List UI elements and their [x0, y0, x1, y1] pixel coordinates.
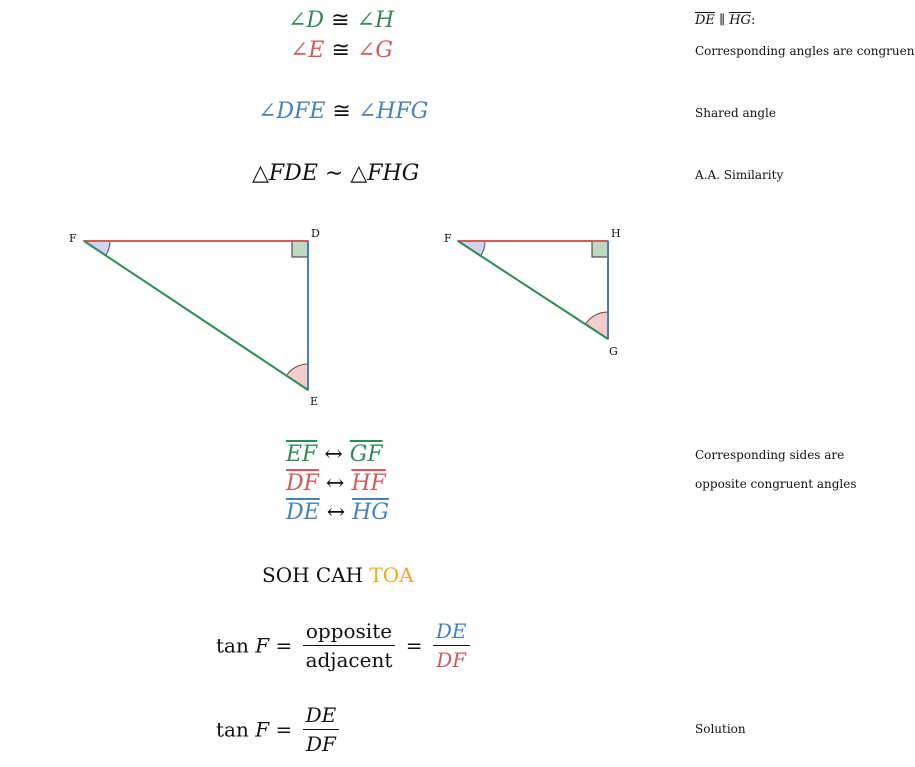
correspondence-arrow: ↔ [326, 500, 346, 525]
tan-variable: F [255, 633, 270, 658]
congruent-symbol: ≅ [331, 38, 350, 63]
right-angle-d-marker [291, 240, 309, 258]
label-g: G [609, 345, 618, 358]
side-correspondence-de-hg: DE ↔ HG [286, 500, 389, 525]
note-solution: Solution [695, 722, 746, 736]
mnemonic-soh: SOH [262, 563, 310, 587]
angle-d: ∠D [288, 8, 325, 33]
triangle-fde-figure: F D E [69, 227, 320, 408]
segment-hg-side: HG [352, 500, 389, 525]
label-f2: F [444, 232, 452, 245]
mnemonic-toa: TOA [369, 563, 414, 587]
segment-de-side: DE [286, 500, 320, 525]
equals-sign: = [405, 633, 423, 658]
angle-dfe: ∠DFE [258, 99, 326, 124]
correspondence-arrow: ↔ [325, 471, 345, 496]
side-correspondence-df-hf: DF ↔ HF [286, 471, 386, 496]
ratio-symbols: DE DF [432, 619, 470, 672]
note-opposite-angles: opposite congruent angles [695, 477, 857, 491]
segment-hf: HF [351, 471, 386, 496]
word-adjacent: adjacent [305, 648, 393, 672]
tan-function: tan [216, 633, 249, 658]
label-d: D [311, 227, 320, 240]
side-correspondence-ef-gf: EF ↔ GF [286, 442, 383, 467]
congruent-symbol: ≅ [332, 99, 351, 124]
sohcahtoa-mnemonic: SOH CAH TOA [262, 563, 414, 587]
tangent-solution: tan F = DE DF [216, 703, 343, 756]
tan-function: tan [216, 717, 249, 742]
angle-hfg: ∠HFG [357, 99, 429, 124]
parallel-symbol: ∥ [719, 13, 726, 28]
right-angle-h-marker [591, 240, 609, 258]
label-h: H [611, 227, 621, 240]
angle-g: ∠G [356, 38, 393, 63]
symbol-df: DF [436, 648, 467, 672]
segment-ef: EF [286, 442, 318, 467]
colon: : [750, 13, 756, 28]
angle-h: ∠H [356, 8, 395, 33]
segment-de: DE [695, 13, 715, 28]
label-e: E [310, 395, 318, 408]
word-opposite: opposite [302, 619, 396, 646]
equals-sign: = [275, 633, 293, 658]
ratio-words: opposite adjacent [302, 619, 396, 672]
segment-df: DF [286, 471, 319, 496]
note-shared-angle: Shared angle [695, 106, 776, 120]
tangent-definition: tan F = opposite adjacent = DE DF [216, 619, 474, 672]
solution-denominator: DF [305, 732, 336, 756]
segment-hg: HG [729, 13, 751, 28]
tan-variable: F [255, 717, 270, 742]
equals-sign: = [275, 717, 293, 742]
note-corresponding-sides: Corresponding sides are [695, 448, 845, 462]
angle-congruence-e-g: ∠E ≅ ∠G [290, 38, 393, 63]
note-corresponding-angles: Corresponding angles are congruent [695, 44, 915, 58]
triangle-fde: △FDE [252, 161, 318, 186]
side-gf [457, 240, 609, 340]
correspondence-arrow: ↔ [324, 442, 343, 467]
congruent-symbol: ≅ [331, 8, 350, 33]
solution-numerator: DE [302, 703, 340, 730]
segment-gf: GF [349, 442, 383, 467]
angle-e: ∠E [290, 38, 325, 63]
triangle-fhg: △FHG [350, 161, 420, 186]
triangle-similarity: △FDE ∼ △FHG [252, 161, 419, 186]
similar-symbol: ∼ [324, 161, 344, 186]
solution-ratio: DE DF [302, 703, 340, 756]
triangle-fhg-figure: F H G [444, 227, 621, 358]
symbol-de: DE [432, 619, 470, 646]
mnemonic-cah: CAH [315, 563, 364, 587]
angle-congruence-dfe-hfg: ∠DFE ≅ ∠HFG [258, 99, 428, 124]
note-aa-similarity: A.A. Similarity [695, 168, 784, 182]
side-ef [83, 240, 309, 391]
label-f: F [69, 232, 77, 245]
angle-congruence-d-h: ∠D ≅ ∠H [288, 8, 394, 33]
parallel-note: DE ∥ HG: [695, 13, 755, 28]
